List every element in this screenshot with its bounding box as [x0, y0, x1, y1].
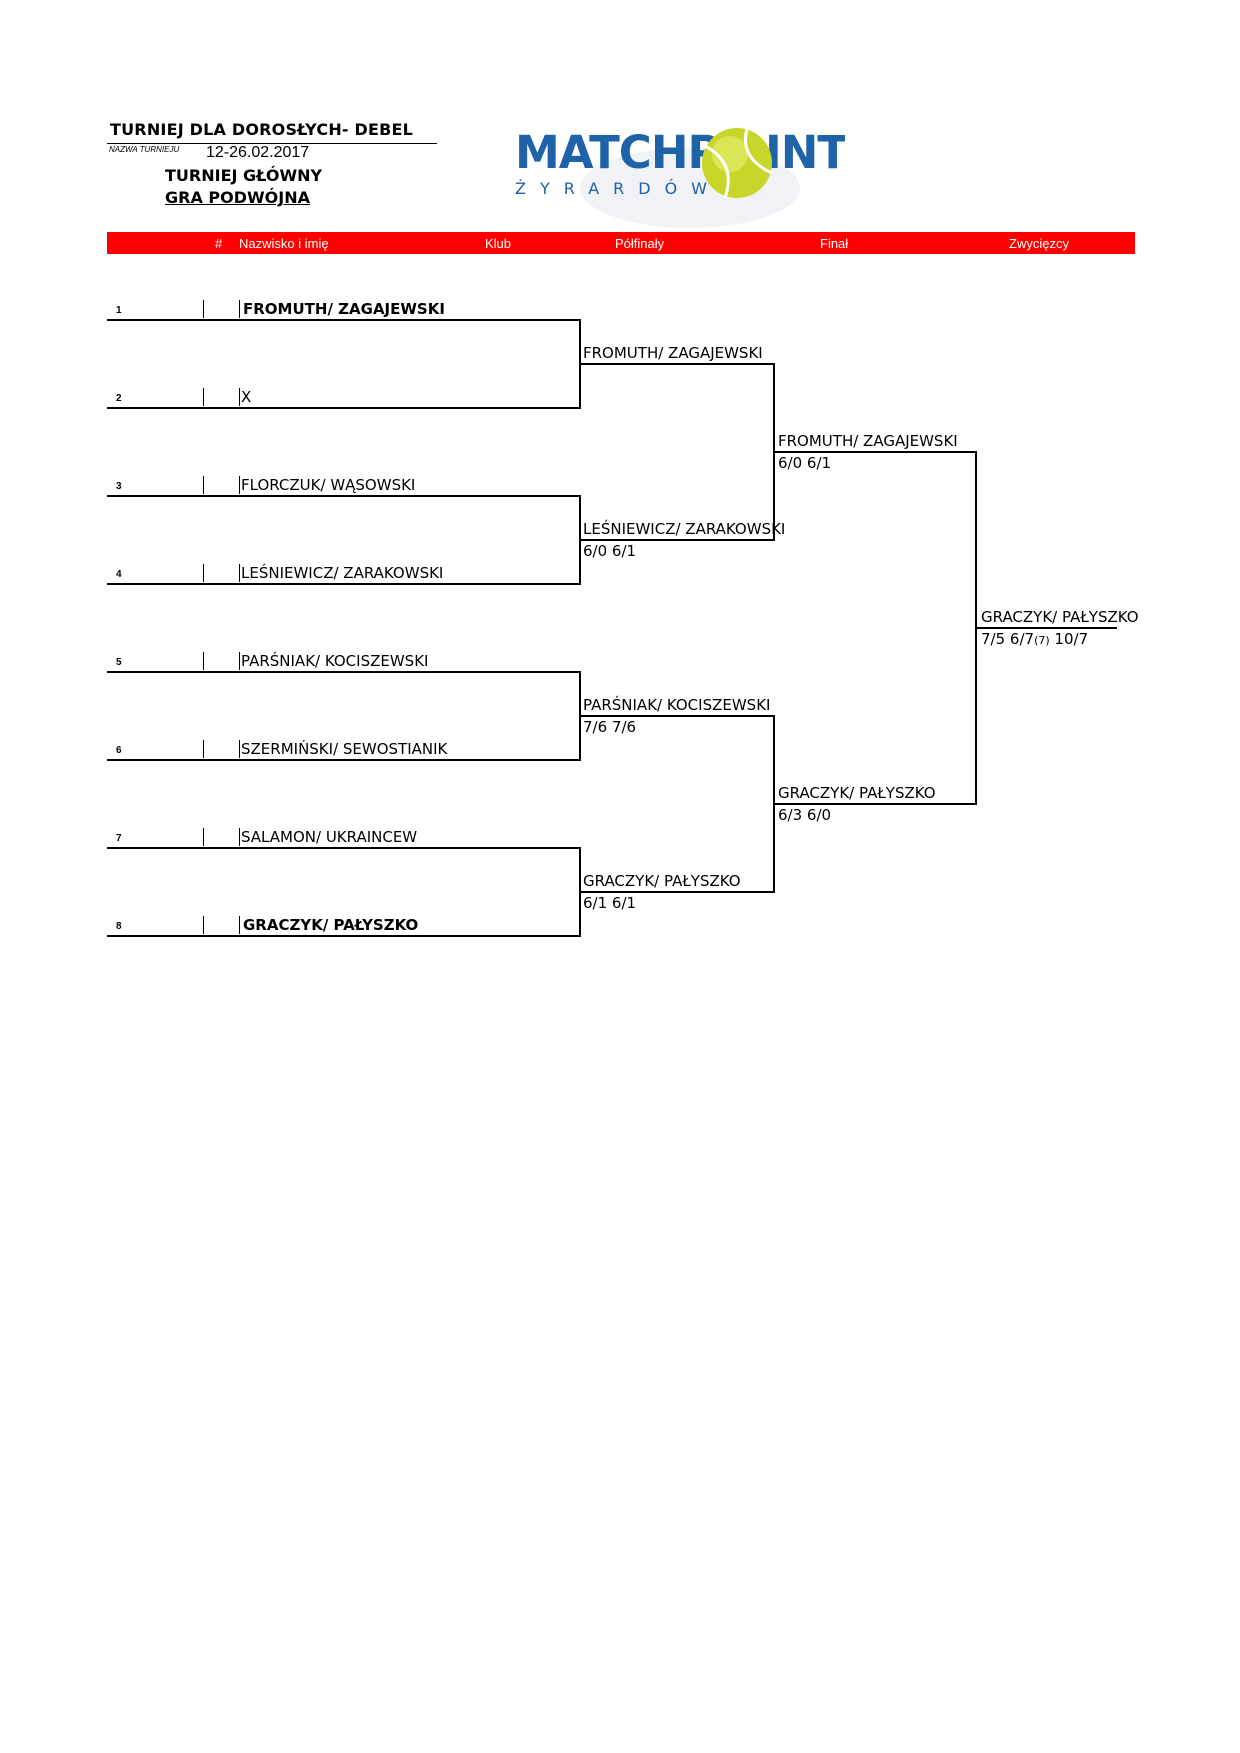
tournament-date: 12-26.02.2017: [206, 144, 310, 161]
semi-2-name: LEŚNIEWICZ/ ZARAKOWSKI: [583, 520, 786, 538]
r1-line-7: [107, 847, 581, 849]
col-semis: Półfinały: [615, 236, 665, 251]
logo-subtext: ŻYRARDÓW: [515, 179, 721, 198]
r1-tick-b-8: [239, 916, 240, 934]
seed-4: 4: [116, 569, 122, 580]
col-final: Finał: [820, 236, 849, 251]
winner-score-tiebreak: (7): [1034, 634, 1050, 647]
entry-1: FROMUTH/ ZAGAJEWSKI: [243, 300, 445, 318]
r1-line-2: [107, 407, 581, 409]
title-underline: [107, 143, 437, 144]
r2-line-1: [579, 363, 775, 365]
entry-8: GRACZYK/ PAŁYSZKO: [243, 916, 419, 934]
seed-5: 5: [116, 657, 122, 668]
r1-tick-a-3: [203, 476, 204, 494]
r1-tick-a-4: [203, 564, 204, 582]
winner-score: 7/5 6/7(7) 10/7: [981, 630, 1088, 648]
final-2-score: 6/3 6/0: [778, 806, 832, 824]
seed-7: 7: [116, 833, 122, 844]
draw-type: TURNIEJ GŁÓWNY: [165, 166, 323, 185]
r2-line-2: [579, 539, 775, 541]
r1-tick-b-6: [239, 740, 240, 758]
entry-5: PARŚNIAK/ KOCISZEWSKI: [241, 652, 429, 670]
seed-1: 1: [116, 305, 122, 316]
r1-tick-a-2: [203, 388, 204, 406]
semi-4-name: GRACZYK/ PAŁYSZKO: [583, 872, 741, 890]
semi-3-name: PARŚNIAK/ KOCISZEWSKI: [583, 696, 771, 714]
r1-tick-b-4: [239, 564, 240, 582]
event-type: GRA PODWÓJNA: [165, 188, 310, 207]
seed-6: 6: [116, 745, 122, 756]
r1-line-1: [107, 319, 581, 321]
semi-4-score: 6/1 6/1: [583, 894, 637, 912]
col-name: Nazwisko i imię: [239, 236, 329, 251]
col-num: #: [215, 236, 223, 251]
r2-line-3: [579, 715, 775, 717]
r1-tick-b-3: [239, 476, 240, 494]
r1-tick-b-7: [239, 828, 240, 846]
r1-tick-b-5: [239, 652, 240, 670]
tournament-name-label: NAZWA TURNIEJU: [109, 145, 180, 154]
r1-line-8: [107, 935, 581, 937]
semi-1-name: FROMUTH/ ZAGAJEWSKI: [583, 344, 763, 362]
col-club: Klub: [485, 236, 512, 251]
r1-line-3: [107, 495, 581, 497]
entry-6: SZERMIŃSKI/ SEWOSTIANIK: [241, 740, 448, 758]
semi-2-score: 6/0 6/1: [583, 542, 637, 560]
logo-text-left: MATCHP: [515, 126, 719, 179]
r1-line-5: [107, 671, 581, 673]
column-header-bar: # Nazwisko i imię Klub Półfinały Finał Z…: [107, 232, 1135, 254]
r3-line-1: [773, 451, 977, 453]
r1-tick-a-8: [203, 916, 204, 934]
r1-tick-a-6: [203, 740, 204, 758]
r1-tick-b-1: [239, 300, 240, 318]
r2-line-4: [579, 891, 775, 893]
entry-7: SALAMON/ UKRAINCEW: [241, 828, 418, 846]
logo-text-right: INT: [765, 126, 845, 179]
r1-line-6: [107, 759, 581, 761]
r1-tick-a-1: [203, 300, 204, 318]
final-2-name: GRACZYK/ PAŁYSZKO: [778, 784, 936, 802]
seed-3: 3: [116, 481, 122, 492]
col-winner: Zwycięzcy: [1009, 236, 1069, 251]
winner-line: [975, 627, 1117, 629]
winner-score-sets: 7/5 6/7: [981, 630, 1035, 648]
final-1-name: FROMUTH/ ZAGAJEWSKI: [778, 432, 958, 450]
semi-3-score: 7/6 7/6: [583, 718, 637, 736]
seed-2: 2: [116, 393, 122, 404]
matchpoint-logo: MATCHP INT ŻYRARDÓW: [515, 126, 845, 228]
entry-4: LEŚNIEWICZ/ ZARAKOWSKI: [241, 564, 444, 582]
final-1-score: 6/0 6/1: [778, 454, 832, 472]
r3-line-2: [773, 803, 977, 805]
r1-tick-b-2: [239, 388, 240, 406]
winner-score-supertiebreak: 10/7: [1049, 630, 1089, 648]
tournament-title: TURNIEJ DLA DOROSŁYCH- DEBEL: [110, 120, 414, 139]
r1-line-4: [107, 583, 581, 585]
entry-2: X: [241, 388, 252, 406]
r1-tick-a-5: [203, 652, 204, 670]
r1-tick-a-7: [203, 828, 204, 846]
winner-name: GRACZYK/ PAŁYSZKO: [981, 608, 1139, 626]
entry-3: FLORCZUK/ WĄSOWSKI: [241, 476, 416, 494]
seed-8: 8: [116, 921, 122, 932]
tennis-ball-icon: [702, 128, 773, 199]
